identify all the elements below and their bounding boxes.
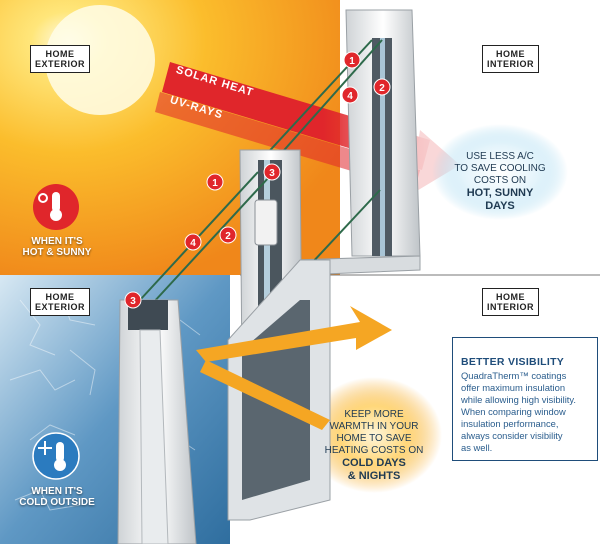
warmth-glow	[306, 377, 442, 493]
marker-label: 4	[190, 238, 196, 249]
cooling-glow	[432, 124, 568, 220]
home-interior-label-bottom: HOME INTERIOR	[482, 288, 540, 316]
cooling-tip-bold: HOT, SUNNY DAYS	[466, 187, 534, 212]
marker-label: 2	[225, 231, 231, 242]
thermometer-sun-icon	[33, 184, 79, 230]
marker-2-top: 2	[373, 78, 391, 96]
home-interior-label-top: HOME INTERIOR	[482, 45, 540, 73]
visibility-panel: BETTER VISIBILITY QuadraTherm™ coatings o…	[452, 337, 598, 461]
marker-4-top: 4	[341, 86, 359, 104]
visibility-title: BETTER VISIBILITY	[461, 356, 565, 368]
cooling-tip-text: USE LESS A/C TO SAVE COOLING COSTS ON	[454, 151, 546, 186]
marker-4-mid: 4	[184, 233, 202, 251]
marker-label: 1	[212, 178, 218, 189]
cold-caption: WHEN IT'S COLD OUTSIDE	[19, 486, 95, 508]
marker-label: 1	[349, 56, 355, 67]
marker-label: 3	[269, 168, 275, 179]
hot-caption: WHEN IT'S HOT & SUNNY	[22, 236, 92, 258]
warmth-arrow-right	[196, 306, 392, 362]
warmth-arrow-down	[200, 360, 330, 430]
marker-1-mid: 1	[206, 173, 224, 191]
warmth-tip-text: KEEP MORE WARMTH IN YOUR HOME TO SAVE HE…	[324, 409, 424, 456]
marker-label: 2	[379, 83, 385, 94]
markers: 1 2 4 1 3 2 4 3	[124, 51, 391, 309]
marker-2-mid: 2	[219, 226, 237, 244]
marker-3-mid: 3	[263, 163, 281, 181]
cooling-tip: USE LESS A/C TO SAVE COOLING COSTS ON HO…	[450, 139, 550, 225]
visibility-text: QuadraTherm™ coatings offer maximum insu…	[461, 370, 576, 453]
marker-label: 4	[347, 91, 353, 102]
home-exterior-label-top: HOME EXTERIOR	[30, 45, 91, 73]
marker-1-top: 1	[343, 51, 361, 69]
warmth-tip: KEEP MORE WARMTH IN YOUR HOME TO SAVE HE…	[314, 397, 434, 495]
sun	[45, 5, 155, 115]
thermometer-snowflake-icon	[32, 432, 80, 480]
marker-label: 3	[130, 296, 136, 307]
window-frame-front	[117, 299, 197, 544]
marker-3-low: 3	[124, 291, 142, 309]
warmth-tip-bold: COLD DAYS & NIGHTS	[342, 457, 406, 482]
home-exterior-label-bottom: HOME EXTERIOR	[30, 288, 91, 316]
